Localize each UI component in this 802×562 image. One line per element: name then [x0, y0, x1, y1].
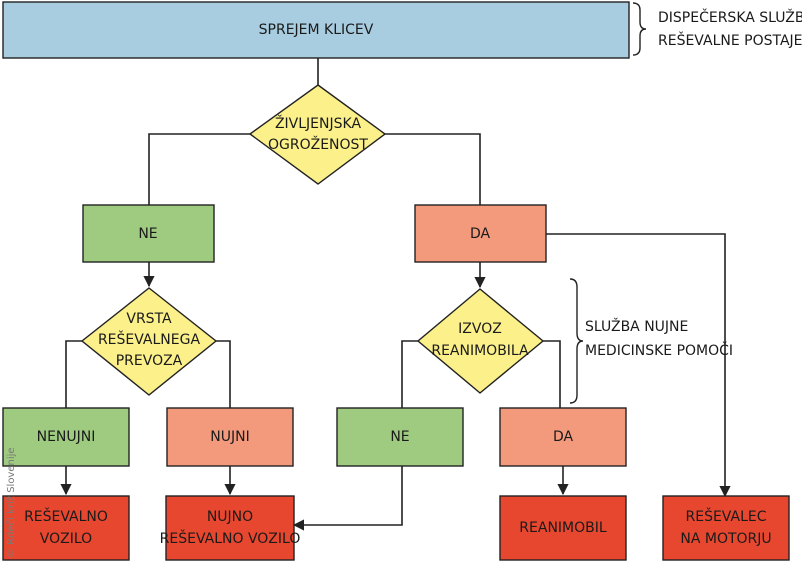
answer-da-2-label: DA [553, 429, 574, 445]
reanimobile-line1: IZVOZ [458, 321, 502, 337]
edge-decision-to-ne [148, 133, 250, 205]
outcome-resevalec-na-motorju: REŠEVALEC NA MOTORJU [662, 495, 790, 561]
dispatch-brace [632, 2, 647, 56]
decision-life-threat: ŽIVLJENJSKA OGROŽENOST [248, 84, 387, 185]
dispatch-note-line2: REŠEVALNE POSTAJE [658, 31, 802, 49]
transport-line3: PREVOZA [116, 353, 183, 369]
header-box: SPREJEM KLICEV [2, 1, 630, 59]
life-threat-line1: ŽIVLJENJSKA [275, 114, 361, 132]
outcome-resevalno-vozilo: REŠEVALNO VOZILO [2, 495, 130, 561]
answer-ne-2: NE [336, 407, 464, 467]
decision-transport-type: VRSTA REŠEVALNEGA PREVOZA [80, 287, 218, 396]
answer-ne-2-label: NE [390, 429, 409, 445]
life-threat-line2: OGROŽENOST [268, 135, 368, 153]
emergency-brace [569, 278, 584, 404]
emergency-note: SLUŽBA NUJNE MEDICINSKE POMOČI [569, 278, 733, 404]
outcome-motor-line2: NA MOTORJU [680, 531, 771, 547]
answer-nenujni: NENUJNI [2, 407, 130, 467]
edge-transport-to-nenujni [65, 340, 82, 408]
emergency-note-line2: MEDICINSKE POMOČI [585, 341, 733, 359]
outcome-nujno-line2: REŠEVALNO VOZILO [160, 529, 301, 547]
decision-reanimobile-dispatch: IZVOZ REANIMOBILA [416, 288, 545, 394]
outcome-nujno-resevalno-vozilo: NUJNO REŠEVALNO VOZILO [160, 495, 301, 561]
answer-da-2: DA [499, 407, 627, 467]
connectors [60, 58, 731, 531]
transport-line1: VRSTA [126, 311, 172, 327]
header-label: SPREJEM KLICEV [259, 22, 374, 38]
edge-transport-to-nujni [216, 340, 231, 408]
outcome-motor-line1: REŠEVALEC [686, 507, 767, 525]
answer-da-1: DA [414, 204, 547, 263]
outcome-resevalno-line1: REŠEVALNO [24, 507, 108, 525]
answer-nenujni-label: NENUJNI [37, 429, 96, 445]
answer-nujni: NUJNI [166, 407, 294, 467]
edge-reanimobile-to-ne [401, 340, 418, 408]
answer-nujni-label: NUJNI [210, 429, 249, 445]
answer-ne-1: NE [82, 204, 215, 263]
edge-ne-to-urgent-vehicle [292, 466, 403, 531]
answer-da-1-label: DA [470, 226, 491, 242]
answer-ne-1-label: NE [138, 226, 157, 242]
dispatch-note: DISPEČERSKA SLUŽBA REŠEVALNE POSTAJE [632, 2, 802, 56]
transport-line2: REŠEVALNEGA [98, 330, 201, 348]
dispatch-note-line1: DISPEČERSKA SLUŽBA [658, 8, 802, 26]
reanimobile-line2: REANIMOBILA [431, 343, 529, 359]
edge-decision-to-da [385, 133, 481, 205]
emergency-note-line1: SLUŽBA NUJNE [585, 317, 688, 335]
outcome-reanimobil: REANIMOBIL [499, 495, 627, 561]
outcome-nujno-line1: NUJNO [207, 509, 253, 525]
outcome-resevalno-line2: VOZILO [40, 531, 92, 547]
copyright-text: © Rdeči križ Slovenije [5, 447, 17, 558]
edge-da-to-motorbike [546, 233, 731, 498]
outcome-reanimobil-label: REANIMOBIL [519, 520, 607, 536]
edge-reanimobile-to-da [543, 340, 561, 408]
